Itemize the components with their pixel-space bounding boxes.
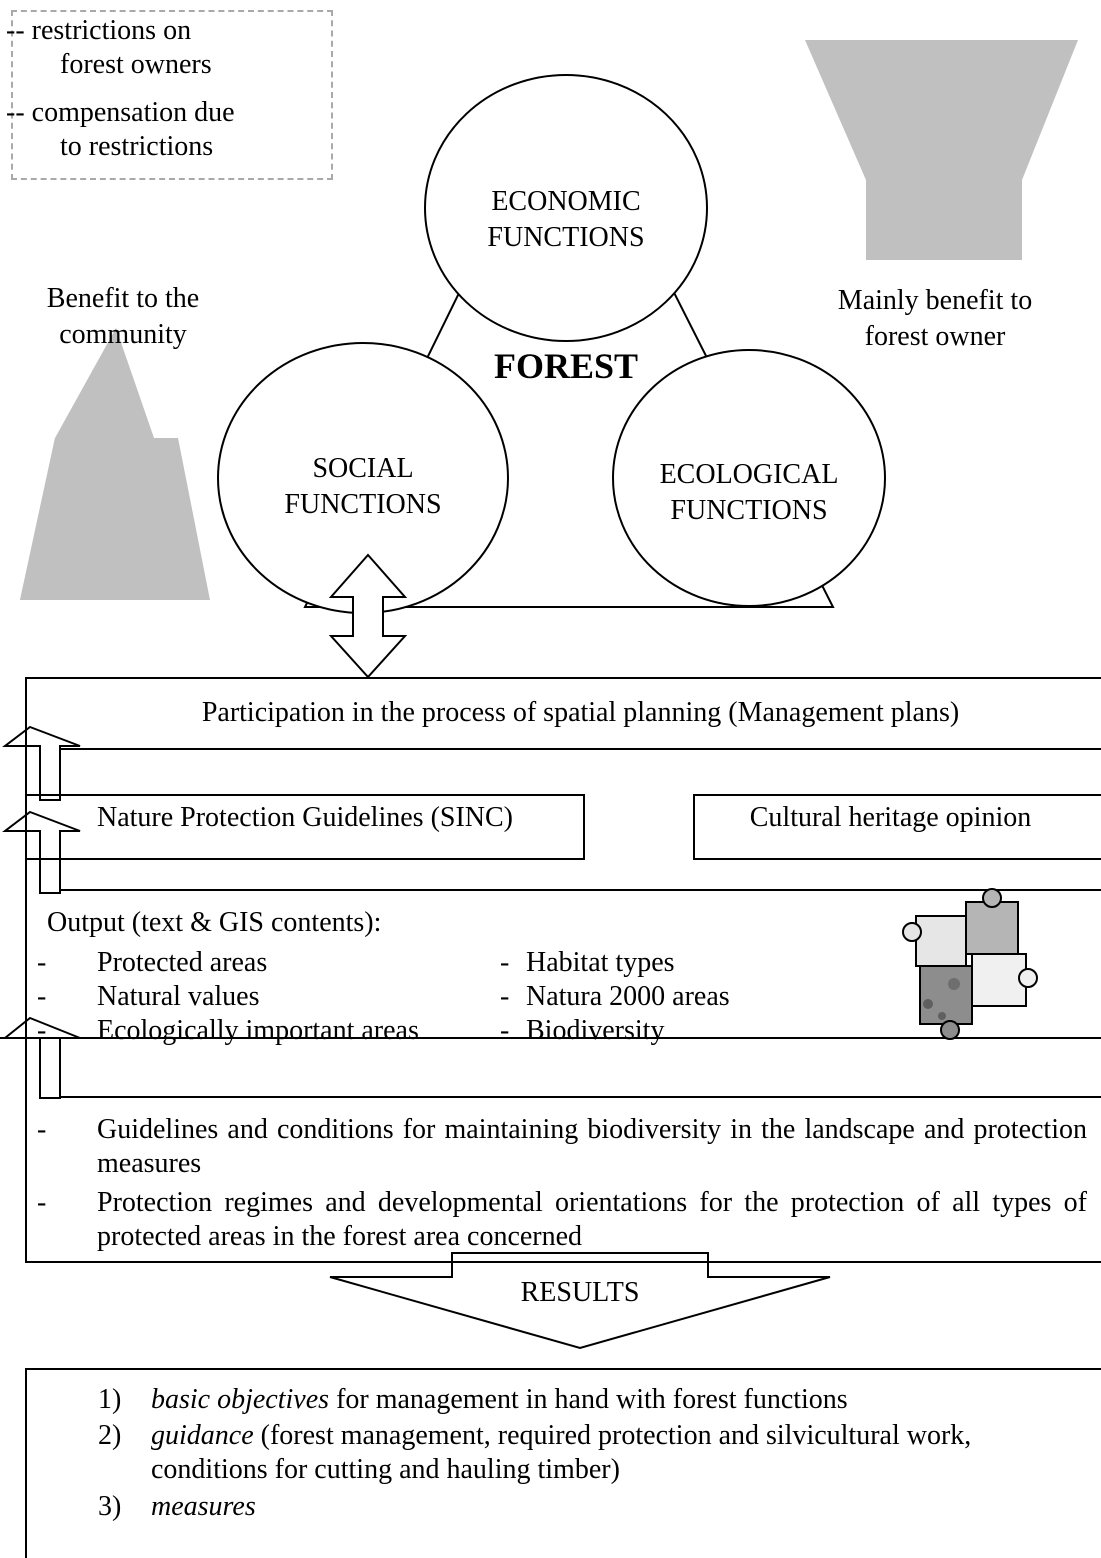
social-label-1: SOCIAL	[312, 453, 414, 484]
right-arrow-label-1: Mainly benefit to	[837, 285, 1033, 316]
result-text: (forest management, required protection …	[151, 1420, 972, 1485]
output-item-left-1: - Protected areas	[37, 947, 537, 979]
guideline-dash-1: -	[37, 1114, 47, 1145]
nature-guidelines-box	[25, 794, 585, 860]
down-arrow-icon	[805, 40, 1078, 260]
bullet-dash: -	[500, 1015, 510, 1046]
bullet-dash: -	[500, 981, 510, 1012]
left-arrow-label-1: Benefit to the	[46, 283, 200, 314]
nature-guidelines-text: Nature Protection Guidelines (SINC)	[96, 802, 514, 833]
bullet-dash: -	[37, 981, 47, 1012]
social-label-2: FUNCTIONS	[284, 489, 442, 520]
forest-label: FOREST	[493, 346, 639, 386]
output-item-right-1: - Habitat types	[500, 947, 800, 979]
economic-label-2: FUNCTIONS	[487, 222, 645, 253]
output-item-text: Biodiversity	[526, 1015, 665, 1046]
economic-label-1: ECONOMIC	[491, 186, 641, 217]
result-emphasis: guidance	[151, 1420, 254, 1451]
puzzle-icon	[902, 888, 1038, 1040]
result-number: 3)	[98, 1491, 122, 1522]
guideline-1: Guidelines and conditions for maintainin…	[97, 1114, 1087, 1179]
legend-line-4: to restrictions	[60, 131, 214, 162]
result-text: for management in hand with forest funct…	[329, 1384, 848, 1415]
output-item-text: Natura 2000 areas	[526, 981, 730, 1012]
legend-line-1: -- restrictions on	[6, 15, 192, 46]
output-item-left-3: - Ecologically important areas	[37, 1015, 537, 1047]
output-item-text: Ecologically important areas	[97, 1015, 419, 1046]
output-heading: Output (text & GIS contents):	[47, 907, 382, 938]
guideline-2: Protection regimes and developmental ori…	[97, 1187, 1087, 1252]
ecological-label-2: FUNCTIONS	[670, 495, 828, 526]
up-arrow-outline-2-icon	[2, 810, 81, 894]
result-emphasis: measures	[151, 1491, 256, 1522]
ecological-circle	[612, 349, 886, 607]
results-label: RESULTS	[520, 1277, 640, 1308]
guideline-dash-2: -	[37, 1187, 47, 1218]
up-arrow-outline-1-icon	[2, 725, 81, 801]
cultural-heritage-box	[693, 794, 1101, 860]
right-arrow-label-2: forest owner	[864, 321, 1006, 352]
bullet-dash: -	[37, 947, 47, 978]
output-item-right-3: - Biodiversity	[500, 1015, 800, 1047]
ecological-label-1: ECOLOGICAL	[659, 459, 839, 490]
up-arrow-body	[20, 438, 210, 600]
economic-circle	[424, 74, 708, 342]
cultural-heritage-text: Cultural heritage opinion	[749, 802, 1032, 833]
bullet-dash: -	[37, 1015, 47, 1046]
output-item-left-2: - Natural values	[37, 981, 537, 1013]
output-item-right-2: - Natura 2000 areas	[500, 981, 800, 1013]
output-item-text: Natural values	[97, 981, 260, 1012]
left-arrow-label-2: community	[59, 319, 187, 350]
result-emphasis: basic objectives	[151, 1384, 330, 1415]
results-arrow-icon	[329, 1252, 831, 1350]
legend-line-3: -- compensation due	[6, 97, 235, 128]
legend-line-2: forest owners	[60, 49, 212, 80]
result-number: 2)	[98, 1420, 122, 1451]
results-box	[25, 1368, 1101, 1558]
output-item-text: Protected areas	[97, 947, 268, 978]
legend-box	[11, 10, 333, 180]
result-number: 1)	[98, 1384, 122, 1415]
output-item-text: Habitat types	[526, 947, 675, 978]
planning-frame	[25, 677, 1101, 1263]
participation-text: Participation in the process of spatial …	[201, 697, 960, 728]
bullet-dash: -	[500, 947, 510, 978]
